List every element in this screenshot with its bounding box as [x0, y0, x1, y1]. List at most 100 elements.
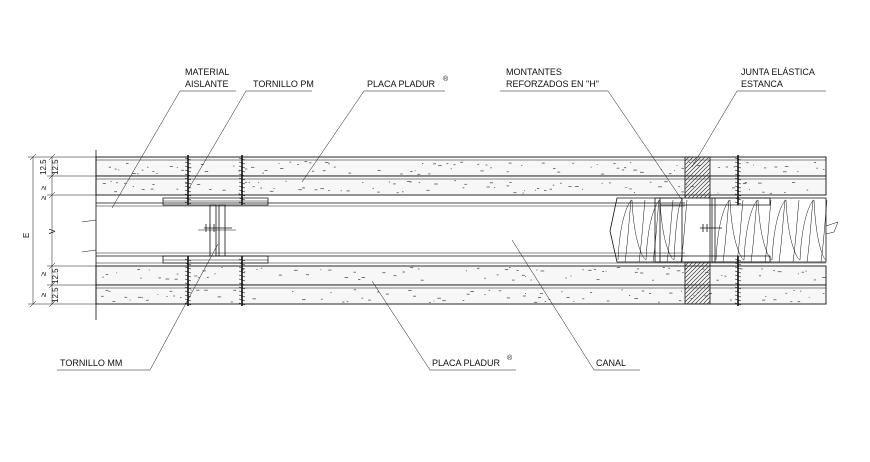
screw-thread: [734, 266, 742, 270]
dim-bottom-symbol-1: ≥: [39, 271, 48, 276]
label-junta-line1: JUNTA ELÁSTICA: [741, 67, 815, 77]
screw-thread: [734, 302, 742, 306]
screw-thread: [184, 157, 192, 161]
screw-thread: [238, 173, 246, 177]
screw-thread: [184, 185, 192, 189]
hatch-line: [684, 156, 694, 166]
screw-thread: [238, 298, 246, 302]
gypsum-texture: [101, 161, 826, 303]
web-screw: [204, 224, 232, 232]
screw-thread: [734, 286, 742, 290]
screw-thread: [184, 262, 192, 266]
screw-thread: [238, 290, 246, 294]
screw-thread: [184, 290, 192, 294]
screw-thread: [238, 189, 246, 193]
hatch-line: [707, 195, 711, 199]
screw-thread: [238, 294, 246, 298]
hatch-line: [684, 261, 690, 267]
label-junta-line2: ESTANCA: [741, 79, 783, 89]
hatch-line: [684, 261, 698, 275]
screw-thread: [184, 278, 192, 282]
screw-thread: [734, 181, 742, 185]
dim-bottom-symbol-2: ≥: [39, 292, 48, 297]
hatch-line: [684, 261, 710, 287]
channel-profile: [96, 202, 685, 257]
screw-thread: [184, 161, 192, 165]
screw-thread: [734, 258, 742, 262]
screw-thread: [184, 294, 192, 298]
label-registered-top: ®: [443, 75, 449, 83]
hatch-line: [684, 167, 711, 194]
hatch-line: [684, 261, 706, 283]
screw-thread: [734, 185, 742, 189]
label-canal: CANAL: [596, 358, 626, 368]
hatch-line: [699, 187, 711, 199]
screw-thread: [238, 177, 246, 181]
screw-thread: [184, 282, 192, 286]
label-montantes-line1: MONTANTES: [506, 67, 562, 77]
h-stud: [162, 197, 269, 264]
screw-thread: [238, 302, 246, 306]
hatch-line: [686, 280, 711, 305]
dim-top-layer-2: 12.5: [51, 159, 60, 175]
hatch-line: [695, 183, 711, 199]
screw-thread: [238, 157, 246, 161]
screw-thread: [734, 189, 742, 193]
hatch-line: [702, 296, 711, 305]
screw-thread: [238, 266, 246, 270]
screws-group: [184, 155, 742, 306]
label-material-line1: MATERIAL: [185, 67, 229, 77]
screw-thread: [734, 157, 742, 161]
hatch-line: [687, 175, 711, 199]
screw-thread: [184, 177, 192, 181]
hatch-line: [706, 300, 711, 305]
screw-thread: [238, 185, 246, 189]
screw-thread: [734, 193, 742, 197]
screw-thread: [184, 258, 192, 262]
screw-thread: [238, 201, 246, 205]
screw-thread: [238, 169, 246, 173]
hatch-line: [691, 179, 711, 199]
screw-thread: [184, 173, 192, 177]
screw-thread: [184, 165, 192, 169]
screw-thread: [238, 270, 246, 274]
web-screw: [700, 224, 722, 232]
label-registered-bottom: ®: [507, 354, 513, 362]
label-placa-pladur-bottom: PLACA PLADUR: [432, 358, 501, 368]
screw-thread: [734, 161, 742, 165]
screw-thread: [184, 169, 192, 173]
screw-thread: [184, 197, 192, 201]
screw-thread: [238, 274, 246, 278]
screw-thread: [734, 177, 742, 181]
dim-bottom-layer-2: 12.5: [51, 287, 60, 303]
bottom-board-inner: [95, 265, 827, 286]
screw-thread: [184, 274, 192, 278]
screw-thread: [734, 173, 742, 177]
hatch-line: [684, 268, 711, 295]
screw-thread: [184, 201, 192, 205]
junction-stud: [654, 197, 771, 263]
hatch-line: [684, 163, 711, 190]
screw-thread: [734, 290, 742, 294]
label-tornillo-mm: TORNILLO MM: [60, 358, 122, 368]
label-montantes-line2: REFORZADOS EN "H": [506, 79, 599, 89]
screw-thread: [734, 274, 742, 278]
hatch-line: [684, 261, 694, 271]
screw-thread: [734, 282, 742, 286]
screw-thread: [184, 189, 192, 193]
screw-thread: [184, 193, 192, 197]
dim-total: E: [22, 233, 31, 238]
screw-thread: [734, 262, 742, 266]
hatch-line: [684, 264, 711, 291]
screw-thread: [734, 298, 742, 302]
hatch-line: [703, 191, 711, 199]
screw-thread: [238, 181, 246, 185]
screw-thread: [734, 201, 742, 205]
screw-thread: [238, 258, 246, 262]
hatch-line: [684, 156, 710, 182]
screw-thread: [734, 278, 742, 282]
screw-thread: [238, 286, 246, 290]
hatch-line: [684, 272, 711, 299]
dimension-chain: [28, 153, 96, 308]
